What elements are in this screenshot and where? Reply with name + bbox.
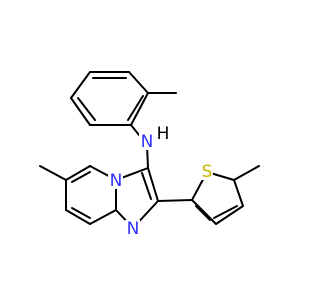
bond	[65, 165, 91, 181]
atom-s-thiophene: S	[199, 162, 213, 182]
label-background	[199, 163, 213, 180]
bond	[128, 71, 149, 94]
label-background	[108, 172, 123, 189]
atom-n-amine: N	[139, 132, 154, 152]
atom-n-ring: N	[125, 219, 140, 239]
bond	[141, 172, 152, 200]
bond	[70, 71, 91, 99]
label-background	[157, 125, 170, 142]
atom-h-amine: H	[157, 124, 170, 144]
structure-svg: N H N N S	[39, 71, 260, 239]
atom-label-n-bridge: N	[110, 171, 123, 191]
bond	[130, 92, 149, 126]
atom-label-n-amine: N	[141, 132, 154, 152]
atom-label-s-thiophene: S	[202, 162, 213, 182]
atom-n-bridge: N	[108, 171, 123, 191]
bond	[195, 205, 211, 221]
label-background	[139, 133, 154, 150]
bond	[233, 165, 260, 181]
bond	[215, 205, 244, 225]
bond	[70, 97, 91, 126]
bond	[233, 179, 244, 207]
atom-label-n-ring: N	[127, 219, 140, 239]
bond	[157, 199, 193, 202]
bond	[39, 165, 67, 181]
bond	[127, 95, 144, 121]
bond	[65, 209, 91, 225]
bond	[71, 207, 91, 219]
atom-label-h-amine: H	[157, 124, 170, 144]
bond	[213, 205, 238, 219]
bond	[191, 199, 217, 225]
bond	[77, 97, 96, 121]
label-background	[125, 220, 140, 237]
bond	[147, 167, 159, 202]
atom-labels: N H N N S	[108, 124, 213, 239]
bond	[71, 171, 91, 183]
molecule-diagram: N H N N S	[39, 71, 260, 239]
bond	[89, 209, 117, 225]
